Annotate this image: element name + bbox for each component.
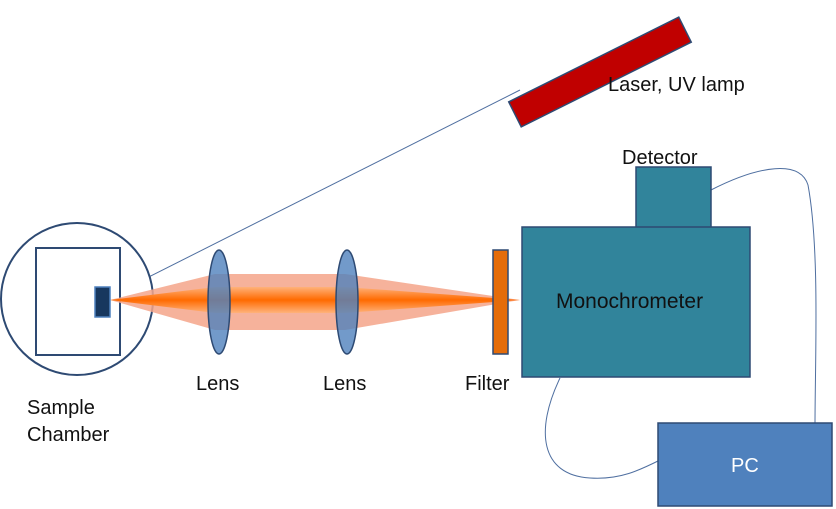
filter-label: Filter (465, 373, 510, 395)
lens-1-label: Lens (196, 373, 239, 395)
monochromator (521, 226, 751, 378)
lens-1 (207, 249, 231, 355)
cable-monochromator-to-pc (544, 377, 661, 479)
light-source (507, 16, 693, 128)
excitation-path-line (110, 89, 521, 297)
detector-label: Detector (622, 147, 698, 169)
cable-detector-to-pc (710, 168, 817, 426)
sample (94, 286, 111, 318)
detector (635, 166, 712, 230)
pc-label: PC (731, 455, 759, 477)
sample-chamber-label-line-1: Sample (27, 397, 95, 419)
filter (492, 249, 509, 355)
pc (657, 422, 833, 507)
lens-2 (335, 249, 359, 355)
light-source-body (507, 16, 693, 128)
emission-beam (110, 274, 520, 330)
monochromator-label: Monochrometer (556, 290, 703, 313)
lens-2-label: Lens (323, 373, 366, 395)
sample-chamber-label-line-2: Chamber (27, 424, 110, 446)
light-source-label: Laser, UV lamp (608, 74, 745, 96)
